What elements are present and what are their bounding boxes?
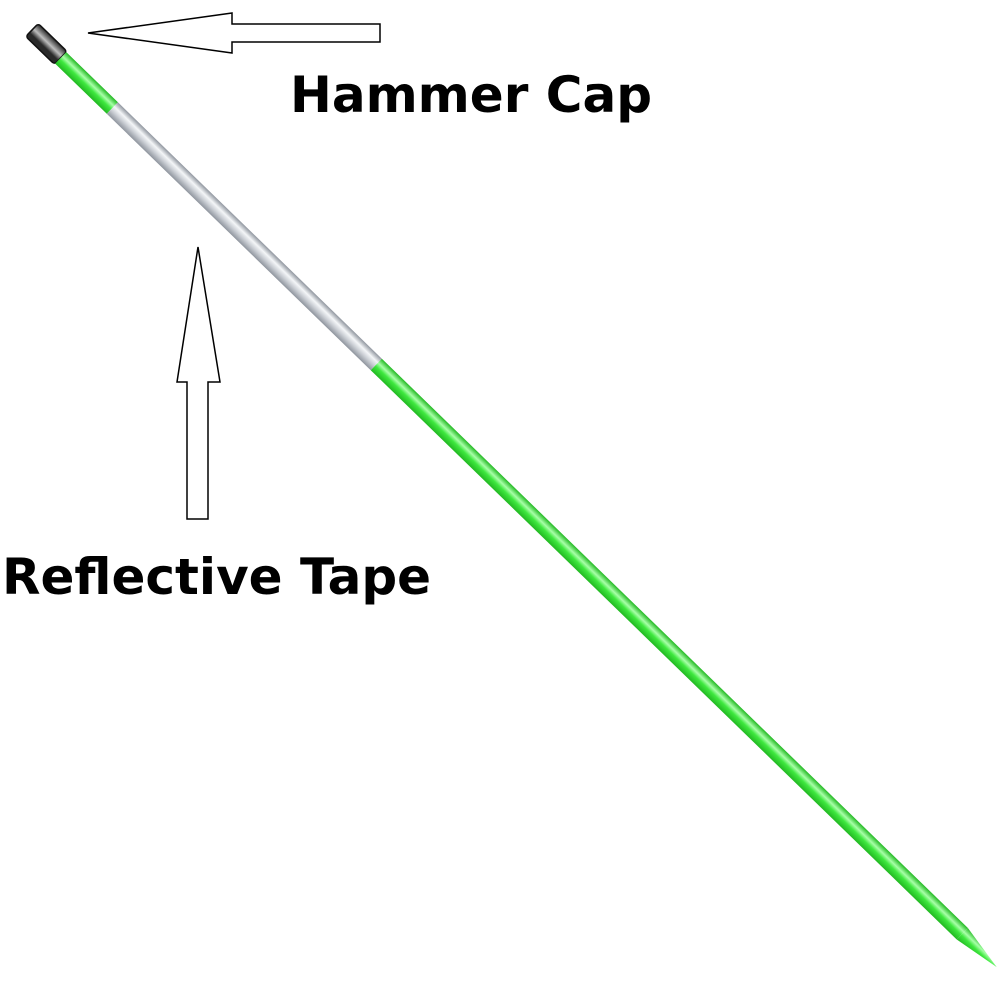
reflective-tape-label: Reflective Tape	[2, 548, 432, 606]
hammer-cap-label: Hammer Cap	[290, 66, 652, 124]
reflective-tape-band	[106, 102, 382, 371]
hammer-cap-arrow	[87, 12, 381, 54]
rod-upper-green-band	[55, 52, 118, 114]
reflective-tape-arrow	[176, 246, 221, 520]
marker-stake	[26, 24, 997, 968]
rod-pointed-tip	[956, 927, 997, 968]
rod-lower-green-shaft	[370, 358, 968, 940]
